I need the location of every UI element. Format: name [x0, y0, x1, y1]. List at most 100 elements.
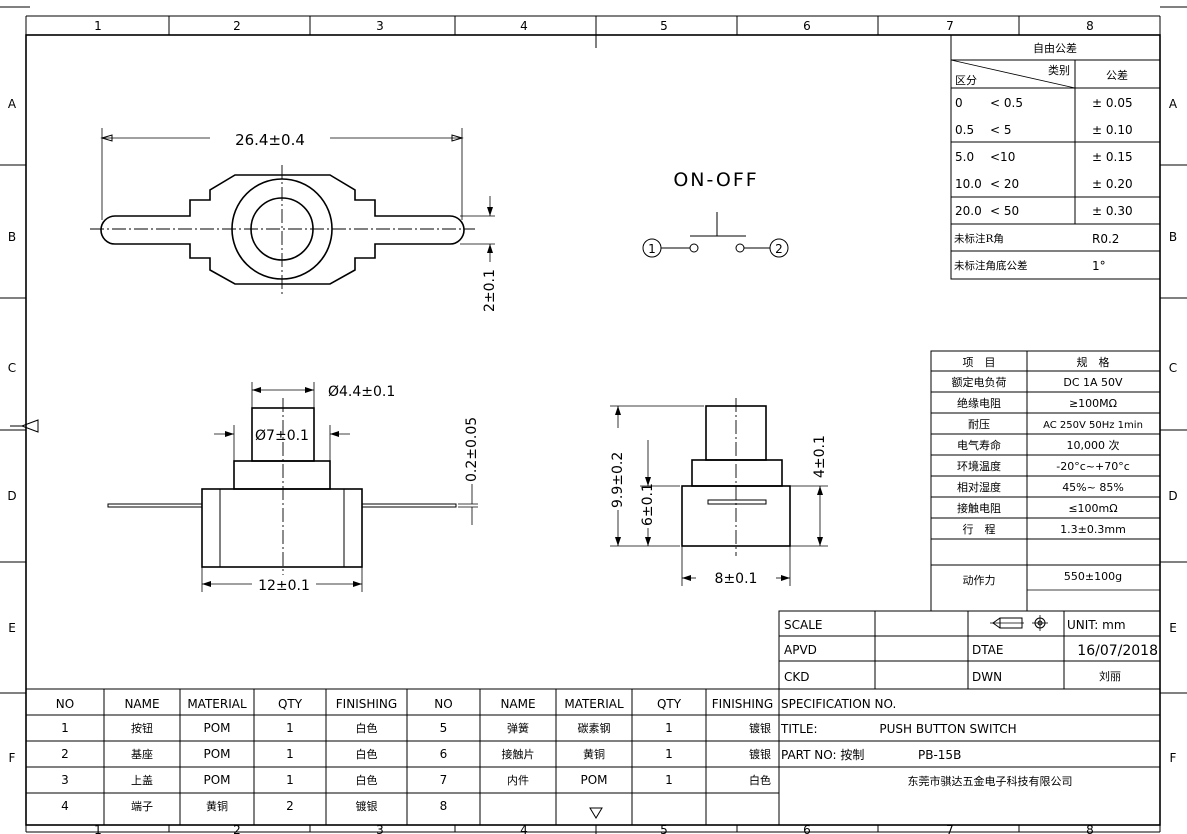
- bom-header-cell: NO: [434, 697, 452, 711]
- bom-cell: 2: [61, 747, 69, 761]
- spec-item-value: 550±100g: [1064, 570, 1122, 583]
- frame-column-label: 2: [233, 19, 241, 33]
- tolerance-value: ± 0.15: [1092, 150, 1133, 164]
- spec-item-value: ≥100MΩ: [1069, 397, 1117, 410]
- bom-cell: 弹簧: [507, 721, 529, 735]
- frame-row-label: D: [7, 489, 16, 503]
- tolerance-range-to: < 50: [990, 204, 1019, 218]
- bom-cell: 镀银: [749, 721, 771, 735]
- frame-row-label: E: [1169, 621, 1177, 635]
- switch-schematic: ON-OFF 1 2: [642, 169, 789, 258]
- bom-cell: 1: [61, 721, 69, 735]
- frame-row-label: E: [8, 621, 16, 635]
- bom-header-cell: NAME: [124, 697, 159, 711]
- tolerance-hdr-category: 类别: [1048, 63, 1070, 77]
- bom-cell: 1: [286, 721, 294, 735]
- frame-column-label: 4: [520, 823, 528, 834]
- bom-cell: 镀银: [356, 799, 378, 813]
- bom-cell: 1: [665, 721, 673, 735]
- spec-item-label: 绝缘电阻: [957, 396, 1001, 410]
- spec-item-label: 相对湿度: [957, 480, 1001, 494]
- bom-cell: 5: [440, 721, 448, 735]
- title-value: PUSH BUTTON SWITCH: [879, 722, 1016, 736]
- frame-row-label: A: [1169, 97, 1178, 111]
- spec-item-label: 额定电负荷: [952, 375, 1007, 389]
- ckd-label: CKD: [784, 670, 810, 684]
- bom-cell: 7: [440, 773, 448, 787]
- section-base-dimension: 8±0.1: [715, 571, 758, 587]
- part-number-value: PB-15B: [918, 748, 961, 762]
- tolerance-range-to: < 5: [990, 123, 1012, 137]
- frame-column-label: 3: [376, 19, 384, 33]
- tolerance-range-from: 20.0: [955, 204, 982, 218]
- bom-cell: 1: [286, 747, 294, 761]
- cap-diameter-dimension: Ø4.4±0.1: [328, 384, 395, 400]
- base-width-dimension: 12±0.1: [258, 578, 310, 594]
- date-value: 16/07/2018: [1077, 643, 1158, 659]
- apvd-label: APVD: [784, 643, 817, 657]
- spec-item-value: 45%~ 85%: [1062, 481, 1124, 494]
- spec-item-value: AC 250V 50Hz 1min: [1043, 420, 1143, 431]
- bom-cell: 8: [440, 799, 448, 813]
- spec-item-label: 电气寿命: [957, 438, 1001, 452]
- frame-row-label: C: [1169, 361, 1177, 375]
- bom-cell: 上盖: [131, 773, 153, 787]
- frame-column-label: 8: [1086, 823, 1094, 834]
- projection-symbol-icon: [990, 615, 1048, 631]
- frame-column-label: 2: [233, 823, 241, 834]
- bom-cell: POM: [203, 721, 230, 735]
- bom-cell: 按钮: [131, 721, 153, 735]
- company-name: 东莞市骐达五金电子科技有限公司: [908, 774, 1073, 788]
- bom-header-cell: QTY: [278, 697, 303, 711]
- spec-item-value: DC 1A 50V: [1063, 376, 1123, 389]
- schematic-pin-1: 1: [648, 242, 656, 256]
- tolerance-table: 自由公差 类别 区分 公差 0< 0.5± 0.050.5< 5± 0.105.…: [950, 34, 1161, 280]
- top-view: 26.4±0.4 2±0.1: [90, 128, 498, 312]
- angle-value: 1°: [1092, 259, 1106, 273]
- bom-cell: 4: [61, 799, 69, 813]
- tolerance-value: ± 0.05: [1092, 96, 1133, 110]
- frame-column-label: 4: [520, 19, 528, 33]
- angle-label: 未标注角底公差: [954, 259, 1028, 272]
- tolerance-range-from: 5.0: [955, 150, 974, 164]
- bom-cell: 6: [440, 747, 448, 761]
- frame-row-label: C: [8, 361, 16, 375]
- tolerance-title: 自由公差: [1033, 41, 1077, 55]
- bom-cell: 基座: [131, 747, 153, 761]
- bom-cell: POM: [203, 773, 230, 787]
- bom-cell: 内件: [507, 773, 529, 787]
- bom-header-cell: QTY: [657, 697, 682, 711]
- spec-item-value: 1.3±0.3mm: [1060, 523, 1126, 536]
- spec-item-label: 行 程: [963, 523, 996, 536]
- bom-cell: 碳素钢: [578, 721, 611, 735]
- bom-header-cell: MATERIAL: [564, 697, 624, 711]
- radius-value: R0.2: [1092, 232, 1119, 246]
- frame-column-label: 5: [660, 823, 668, 834]
- tolerance-value: ± 0.30: [1092, 204, 1133, 218]
- spec-header-item: 项 目: [963, 356, 996, 369]
- tolerance-range-to: <10: [990, 150, 1015, 164]
- bom-header-cell: FINISHING: [712, 697, 773, 711]
- tolerance-range-from: 10.0: [955, 177, 982, 191]
- bom-cell: 白色: [356, 773, 378, 787]
- bom-header-cell: FINISHING: [336, 697, 397, 711]
- frame-column-label: 6: [803, 823, 811, 834]
- bom-cell: 镀银: [749, 747, 771, 761]
- bom-cell: 白色: [356, 721, 378, 735]
- upper-height-dimension: 4±0.1: [812, 435, 828, 478]
- spec-item-label: 耐压: [968, 418, 990, 431]
- tolerance-range-from: 0: [955, 96, 963, 110]
- bom-cell: 3: [61, 773, 69, 787]
- frame-column-label: 7: [946, 19, 954, 33]
- bom-cell: 1: [665, 773, 673, 787]
- spec-header-spec: 规 格: [1077, 355, 1110, 369]
- schematic-title: ON-OFF: [673, 169, 758, 191]
- frame-row-label: F: [1170, 751, 1177, 765]
- frame-column-label: 8: [1086, 19, 1094, 33]
- scale-label: SCALE: [784, 618, 822, 632]
- lower-height-dimension: 6±0.1: [640, 483, 656, 526]
- bom-cell: 白色: [356, 747, 378, 761]
- spec-item-label: 动作力: [963, 574, 996, 587]
- terminal-thickness-dimension: 0.2±0.05: [464, 417, 480, 482]
- bom-cell: 黄铜: [206, 799, 228, 813]
